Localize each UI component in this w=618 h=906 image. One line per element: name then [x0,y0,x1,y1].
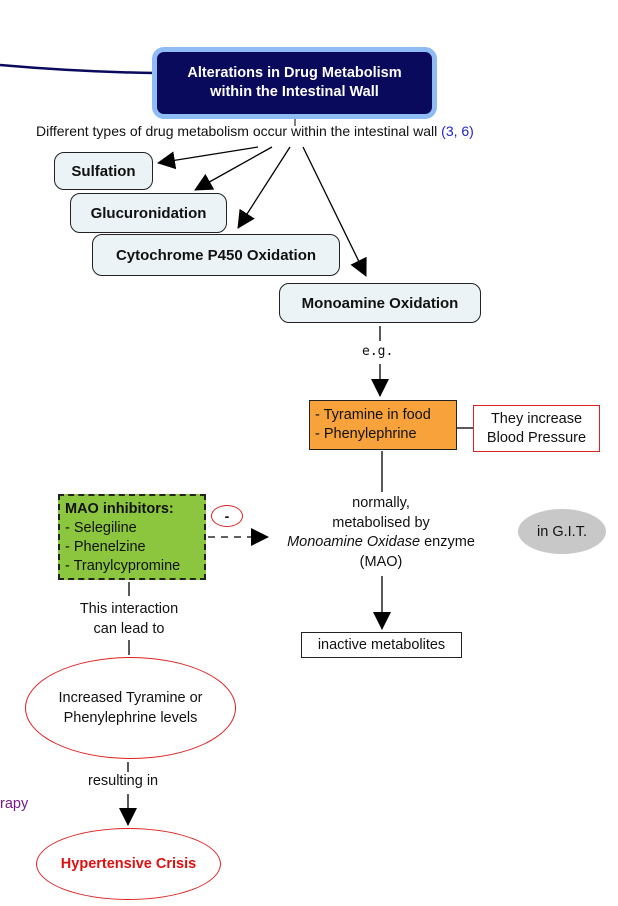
metabolised-line-2: metabolised by [332,514,430,531]
intro-reference[interactable]: (3, 6) [441,123,474,139]
hypertensive-crisis-label: Hypertensive Crisis [60,856,197,872]
blood-pressure-note[interactable]: They increase Blood Pressure [473,405,600,452]
interaction-line-2: can lead to [93,620,165,637]
inhibitor-item: - Phenelzine [65,539,146,555]
git-label-node[interactable]: in G.I.T. [518,509,606,554]
arrow-cyp450 [237,146,291,229]
cyp450-node[interactable]: Cytochrome P450 Oxidation [92,234,340,276]
arrow-monoamine [302,146,367,277]
inhibit-sign: - [211,505,243,527]
title-line-2: within the Intestinal Wall [210,84,379,100]
bp-note-line-2: Blood Pressure [486,429,587,446]
metabolised-line-3: Monoamine Oxidase enzyme [270,533,492,553]
metabolised-text: normally, metabolised by Monoamine Oxida… [270,494,492,572]
increased-levels-line-1: Increased Tyramine or [58,690,203,706]
eg-label: e.g. [362,344,394,359]
interaction-text: This interaction can lead to [56,600,202,639]
title-line-1: Alterations in Drug Metabolism [187,65,402,81]
inactive-metabolites-node[interactable]: inactive metabolites [301,632,462,658]
monoamine-oxidation-label: Monoamine Oxidation [301,294,459,312]
sulfation-label: Sulfation [71,162,136,180]
intro-main: Different types of drug metabolism occur… [36,123,442,139]
mao-inhibitors-header: MAO inhibitors: [65,501,174,517]
mao-inhibitors-node[interactable]: MAO inhibitors: - Selegiline - Phenelzin… [58,494,206,580]
substance-tyramine: - Tyramine in food [315,407,431,423]
git-label: in G.I.T. [537,523,587,540]
bp-note-line-1: They increase [490,410,583,427]
increased-levels-node[interactable]: Increased Tyramine or Phenylephrine leve… [25,657,236,759]
inhibitor-item: - Tranylcypromine [65,558,181,574]
substances-node[interactable]: - Tyramine in food - Phenylephrine [309,400,457,450]
sulfation-node[interactable]: Sulfation [54,152,153,190]
intro-text: Different types of drug metabolism occur… [36,122,474,140]
monoamine-oxidation-node[interactable]: Monoamine Oxidation [279,283,481,323]
partial-left-text[interactable]: rapy [0,796,29,812]
enzyme-suffix: enzyme [420,534,475,550]
glucuronidation-node[interactable]: Glucuronidation [70,193,227,233]
increased-levels-line-2: Phenylephrine levels [63,710,198,726]
incoming-link [0,63,156,75]
arrow-sulfation [157,146,259,170]
inactive-metabolites-label: inactive metabolites [317,637,446,653]
inhibitor-item: - Selegiline [65,520,137,536]
substance-phenylephrine: - Phenylephrine [315,426,417,442]
metabolised-line-1: normally, [352,495,410,511]
glucuronidation-label: Glucuronidation [90,204,207,222]
interaction-line-1: This interaction [79,601,179,617]
cyp450-label: Cytochrome P450 Oxidation [115,246,317,264]
metabolised-line-4: (MAO) [359,553,403,570]
title-node[interactable]: Alterations in Drug Metabolism within th… [152,47,437,119]
enzyme-name: Monoamine Oxidase [287,534,421,550]
resulting-in-label: resulting in [88,773,159,789]
hypertensive-crisis-node[interactable]: Hypertensive Crisis [36,828,221,900]
arrow-glucuronidation [194,146,273,191]
